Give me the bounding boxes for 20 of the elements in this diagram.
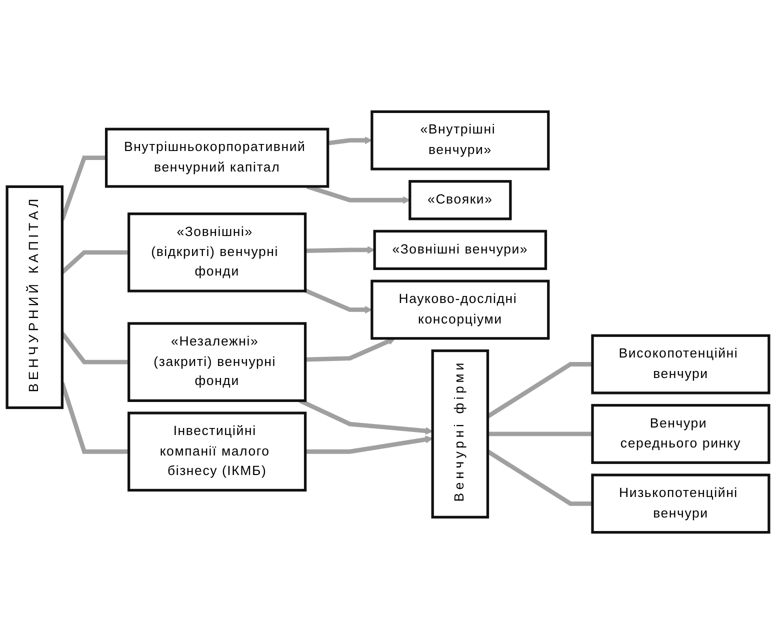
node-box: Високопотенційні венчури — [591, 334, 770, 394]
node-box: «Незалежні» (закриті) венчурні фонди — [128, 322, 307, 402]
node-box: «Внутрішні венчури» — [370, 110, 550, 170]
arrow — [305, 246, 375, 254]
node-box: Низькопотенційні венчури — [591, 474, 770, 534]
arrow — [304, 288, 372, 314]
node-box: «Зовнішні» (відкриті) венчурні фонди — [128, 212, 307, 292]
node-box: ВЕНЧУРНИЙ КАПІТАЛ — [6, 185, 64, 410]
arrow — [305, 436, 433, 454]
node-box: Інвестиційні компанії малого бізнесу (ІКМБ) — [128, 412, 307, 492]
node-box: «Свояки» — [408, 180, 512, 220]
arrow — [328, 136, 372, 146]
node-box: Венчурні фірми — [431, 349, 490, 518]
node-box: Венчури середнього ринку — [591, 404, 770, 464]
node-box: «Зовнішні венчури» — [373, 230, 548, 270]
node-box: Внутрішньокорпоративний венчурний капітал — [104, 128, 330, 188]
arrow — [305, 338, 396, 362]
node-box: Науково-дослідні консорціуми — [370, 280, 550, 340]
arrow — [298, 398, 433, 435]
connector — [488, 432, 592, 436]
